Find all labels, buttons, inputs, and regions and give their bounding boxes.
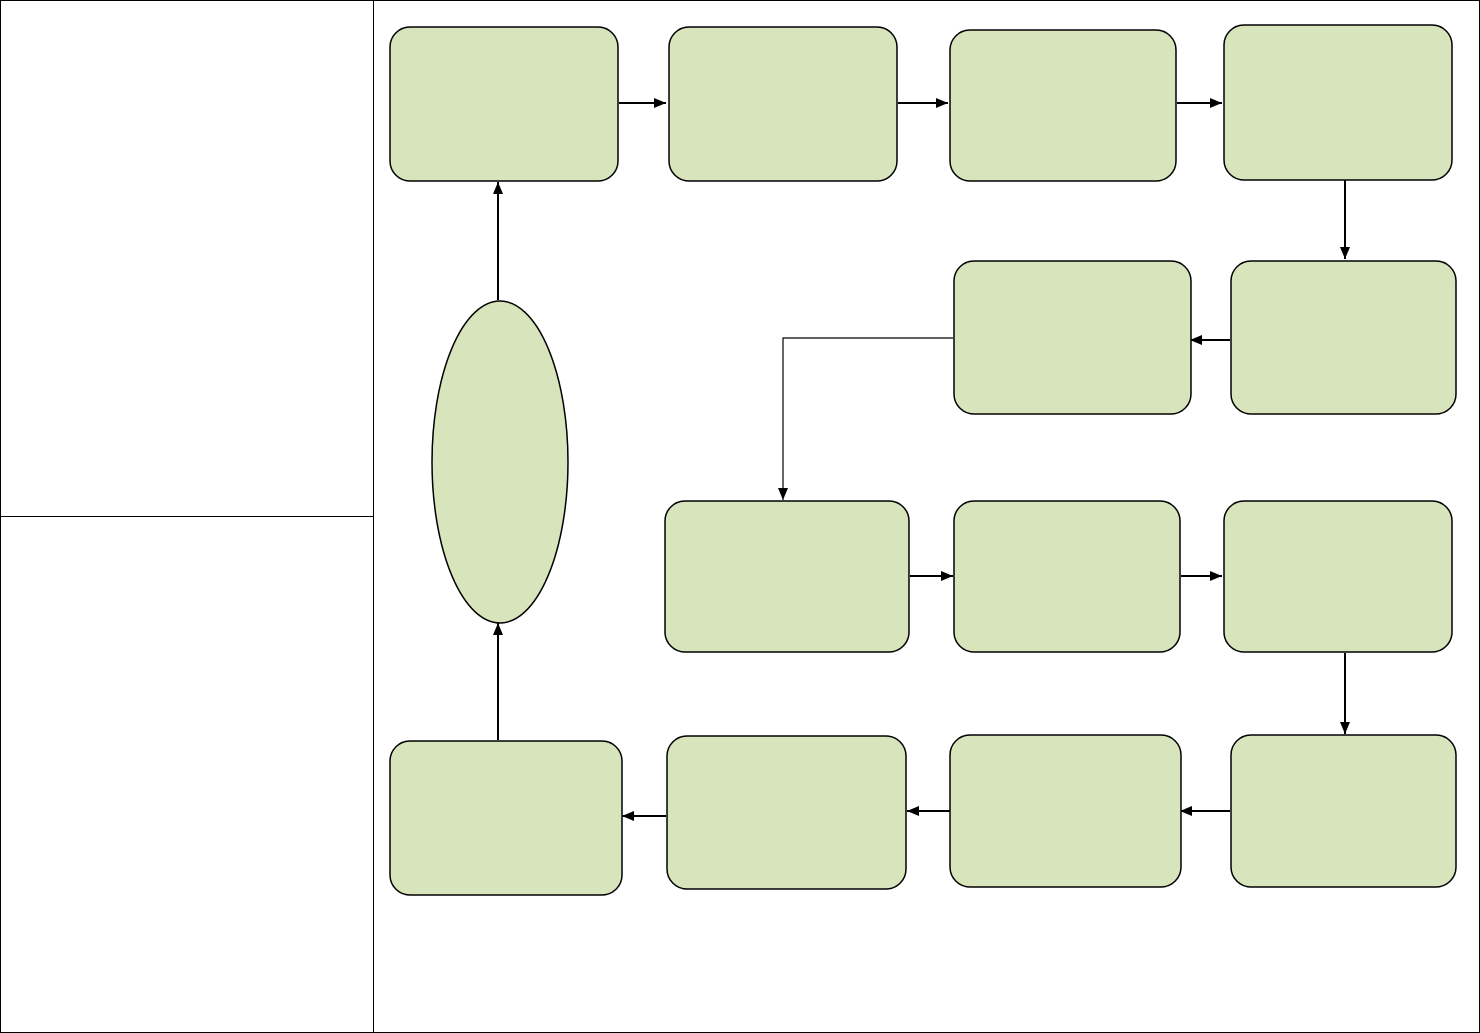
arrow-n6-to-n7 xyxy=(778,337,953,500)
step-node xyxy=(953,500,1181,653)
step-node xyxy=(953,260,1192,415)
step-node xyxy=(1230,734,1457,888)
step-node xyxy=(949,29,1177,182)
node-layer xyxy=(389,24,1457,896)
step-node xyxy=(389,26,619,182)
decision-ellipse-node xyxy=(431,300,569,624)
step-node xyxy=(949,734,1182,888)
step-node xyxy=(1223,500,1453,653)
step-node xyxy=(1230,260,1457,415)
step-node xyxy=(666,735,907,890)
step-node xyxy=(664,500,910,653)
step-node xyxy=(1223,24,1453,181)
step-node xyxy=(389,740,623,896)
step-node xyxy=(668,26,898,182)
connector-layer xyxy=(493,98,1350,821)
